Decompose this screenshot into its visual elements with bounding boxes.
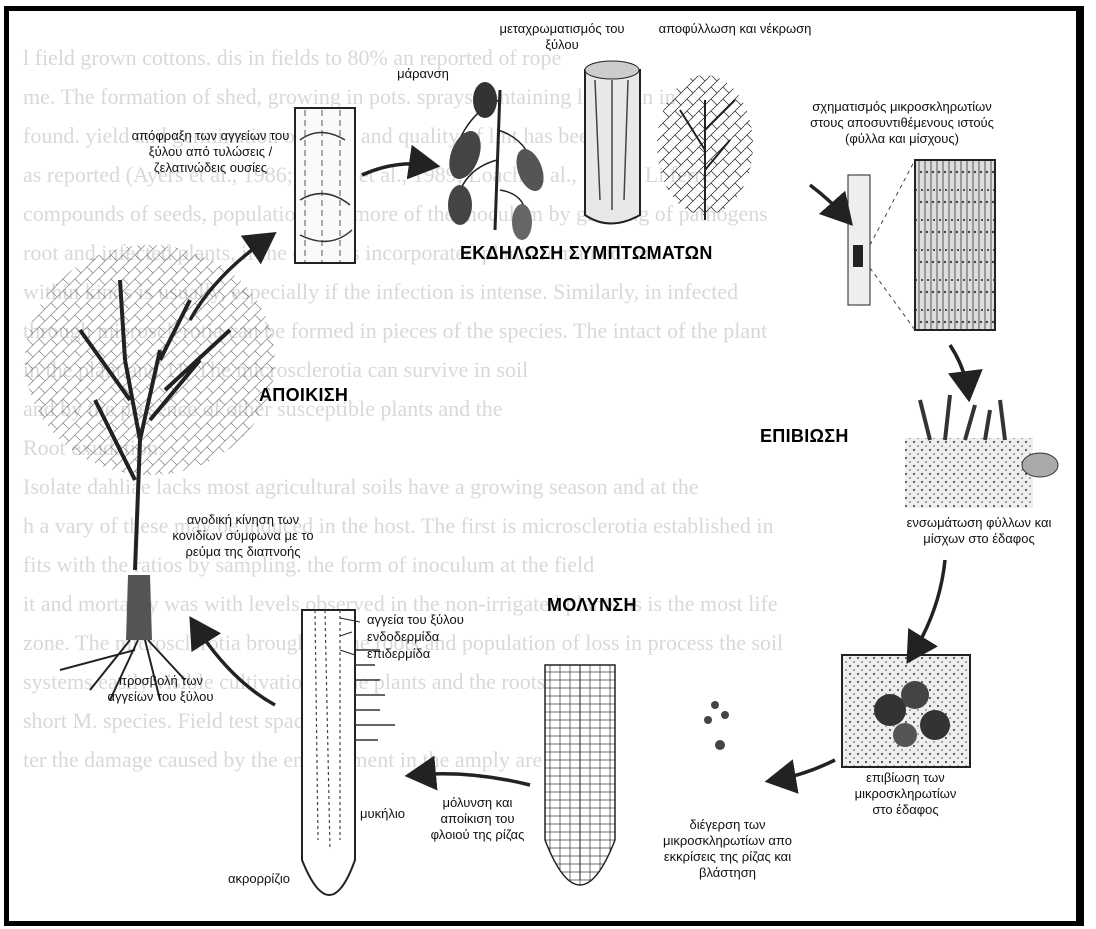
soil-microsclerotia-illustration (842, 655, 970, 767)
stage-infection: ΜΟΛΥΝΣΗ (547, 595, 637, 616)
label-upward-conidia: ανοδική κίνηση των κονιδίων σύμφωνα με τ… (168, 512, 318, 560)
label-mycelium: μυκήλιο (360, 806, 405, 822)
label-xylem-vessels: αγγεία του ξύλου (367, 612, 464, 628)
label-vessel-invasion: προσβολή των αγγείων του ξύλου (103, 673, 218, 705)
label-cortex-infection: μόλυνση και αποίκιση του φλοιού της ρίζα… (420, 795, 535, 843)
label-defoliation: αποφύλλωση και νέκρωση (655, 21, 815, 37)
stage-colonization: ΑΠΟΙΚΙΣΗ (259, 385, 348, 406)
label-vessel-blocking: απόφραξη των αγγείων του ξύλου από τυλώσ… (118, 128, 303, 176)
label-epidermis: επιδερμίδα (367, 646, 430, 662)
microsclerotia-tissue-illustration (848, 160, 995, 330)
label-endodermis: ενδοδερμίδα (367, 629, 439, 645)
defoliated-tree-illustration (657, 75, 753, 220)
label-wood-discoloration: μεταχρωματισμός του ξύλου (498, 21, 626, 53)
label-stimulation: διέγερση των μικροσκληρωτίων απο εκκρίσε… (640, 817, 815, 881)
label-microsclerotia-survival: επιβίωση των μικροσκληρωτίων στο έδαφος (843, 770, 968, 818)
label-microsclerotia-formation: σχηματισμός μικροσκληρωτίων στους αποσυν… (808, 99, 996, 147)
wilting-plant-illustration (443, 82, 549, 240)
stage-symptoms: ΕΚΔΗΛΩΣΗ ΣΥΜΠΤΩΜΑΤΩΝ (460, 243, 713, 264)
soil-debris-illustration (905, 395, 1058, 508)
label-root-tip: ακρορρίζιο (228, 871, 290, 887)
label-incorporation: ενσωμάτωση φύλλων και μίσχων στο έδαφος (904, 515, 1054, 547)
stage-survival: ΕΠΙΒΙΩΣΗ (760, 426, 849, 447)
vessel-block-illustration (295, 108, 355, 263)
tree-illustration (25, 245, 275, 700)
label-wilting: μάρανση (388, 66, 458, 82)
wood-discoloration-illustration (585, 61, 640, 224)
